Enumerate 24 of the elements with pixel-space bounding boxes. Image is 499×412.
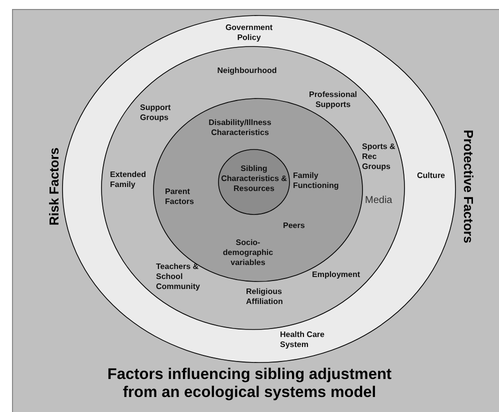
ring-label: Sports & Rec Groups [362,142,396,172]
side-label: Protective Factors [460,129,476,243]
ring-label: Culture [417,171,446,181]
ring-label: Extended Family [110,170,148,190]
ring-label: Family Functioning [293,171,340,191]
center-circle [218,149,290,215]
ring-label: Parent Factors [165,187,195,207]
ring-label: Support Groups [140,103,172,123]
outer-ring [62,15,456,363]
ring-label: Employment [312,270,362,280]
ring-label: Disability/Illness Characteristics [208,118,272,138]
ring-label: Peers [283,221,306,231]
caption: Factors influencing sibling adjustment from an ecological systems model [106,366,393,402]
center-label: Sibling Characteristics & Resources [220,164,288,194]
middle-ring [101,46,405,330]
ring-label: Neighbourhood [216,66,278,76]
ring-label: Media [365,196,394,206]
ring-label: Government Policy [224,23,274,43]
ring-label: Professional Supports [308,90,358,110]
ring-label: Health Care System [280,330,326,350]
ring-label: Teachers & School Community [156,262,200,292]
ring-label: Socio-demographic variables [222,238,274,268]
ring-label: Religious Affiliation [246,287,284,307]
side-label: Risk Factors [46,146,62,226]
